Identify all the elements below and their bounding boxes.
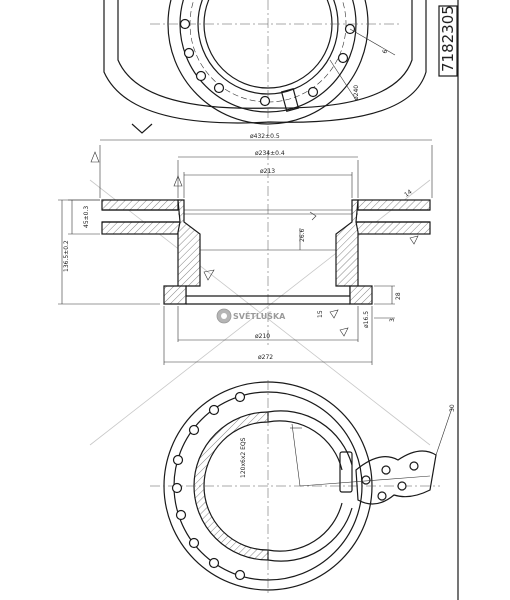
dim-groove: 14: [403, 188, 413, 198]
dim-hub-diameter: ø272: [258, 354, 273, 361]
dim-step: 3: [389, 318, 396, 322]
dim-bolt-diameter: ø240: [353, 85, 360, 100]
dim-hat-diameter: ø234±0.4: [255, 150, 285, 157]
bottom-view: [150, 380, 453, 595]
section-view: [58, 139, 433, 365]
watermark-logo: [216, 308, 232, 324]
dim-bore-diameter: ø210: [255, 333, 270, 340]
dim-depth: 26.6: [299, 228, 306, 242]
dim-thickness: 45±0.3: [83, 206, 90, 228]
title-block: 7182305: [438, 0, 459, 600]
dim-outer-diameter: ø432±0.5: [250, 133, 280, 140]
dim-side-mark: 30: [449, 404, 456, 412]
part-code: 7182305: [439, 5, 457, 72]
dim-angle: 6: [381, 49, 389, 55]
watermark-text: SVĚTLUŠKA: [233, 310, 286, 321]
top-view: [103, 0, 427, 135]
dim-inner-diameter: ø213: [260, 168, 275, 175]
dim-thread: 120x6x2 EQS: [240, 437, 247, 478]
dim-gap: 15: [317, 310, 324, 318]
dim-hole-diameter: ø16.5: [363, 311, 370, 328]
dim-height: 136.5±0.2: [63, 240, 70, 272]
dim-flange: 28: [395, 292, 402, 300]
